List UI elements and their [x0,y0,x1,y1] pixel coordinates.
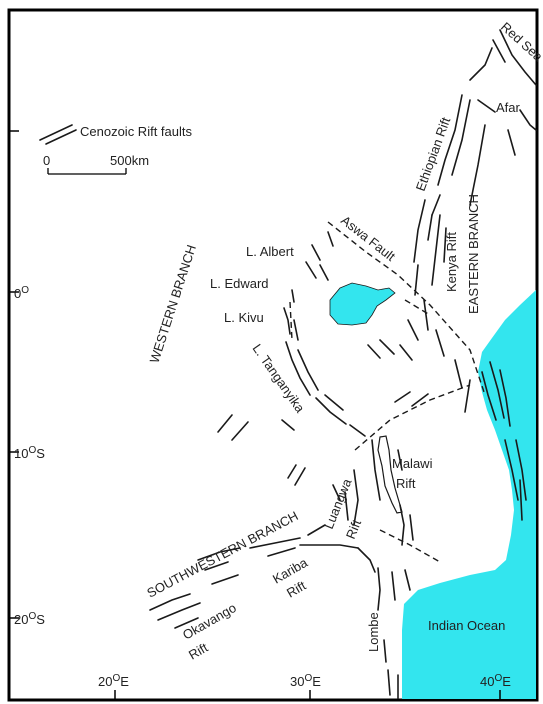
scale-zero: 0 [43,153,50,168]
label-eastern-branch: EASTERN BRANCH [466,194,481,314]
lake-victoria-water [329,282,396,326]
label-l-kivu: L. Kivu [224,310,264,325]
label-malawi-rift-2: Rift [396,476,416,491]
legend: Cenozoic Rift faults 0 500km [43,124,192,175]
legend-label: Cenozoic Rift faults [80,124,192,139]
rift-faults [39,29,537,699]
lat-label-0: 0O [14,285,29,301]
indian-ocean-water [402,290,536,699]
scale-distance: 500km [110,153,149,168]
label-luangwa-rift-2: Rift [343,517,364,541]
label-l-edward: L. Edward [210,276,269,291]
lat-label-20: 20OS [14,611,45,627]
lon-label-30: 30OE [290,673,321,689]
label-kenya-rift: Kenya Rift [444,232,459,292]
lon-label-20: 20OE [98,673,129,689]
label-afar: Afar [496,100,521,115]
label-malawi-rift-1: Malawi [392,456,433,471]
label-l-albert: L. Albert [246,244,294,259]
lat-label-10: 10OS [14,445,45,461]
axis-ticks [9,130,501,699]
dashed-faults [289,221,486,563]
label-lombe: Lombe [366,612,381,652]
label-indian-ocean: Indian Ocean [428,618,505,633]
lon-label-40: 40OE [480,673,511,689]
